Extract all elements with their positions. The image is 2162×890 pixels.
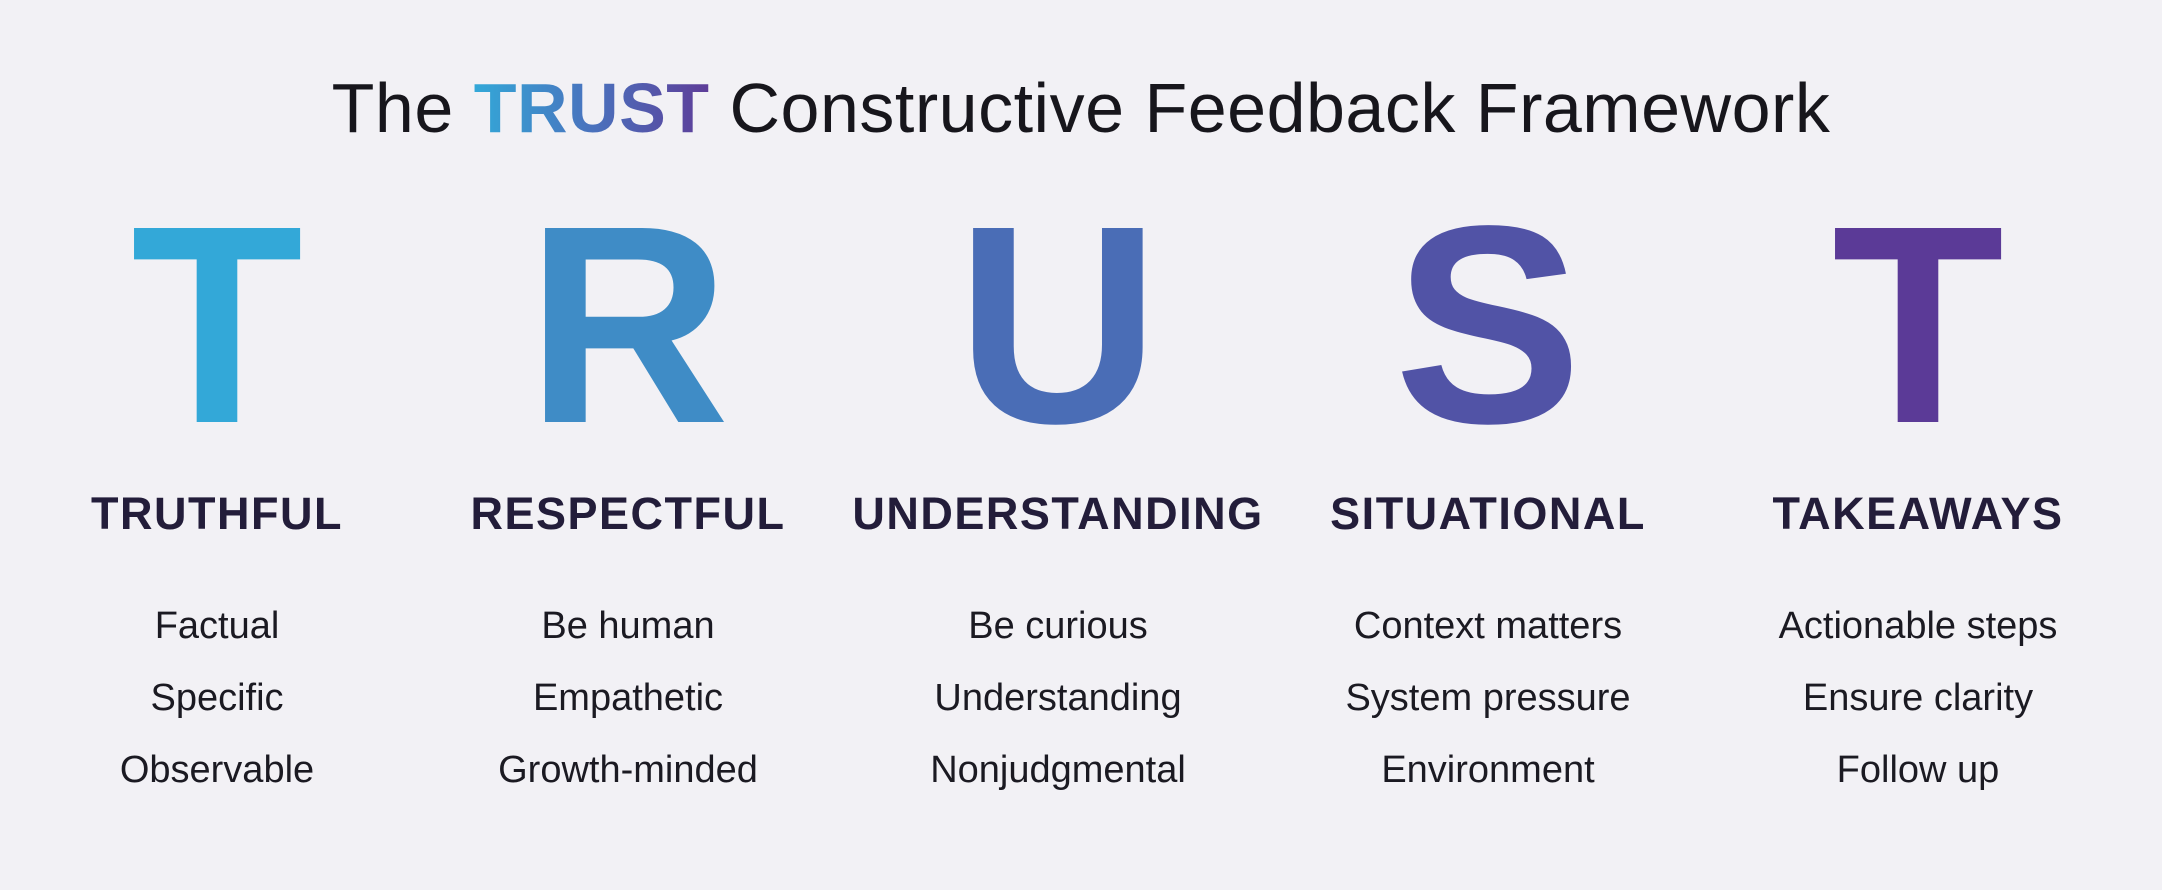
list-item: Understanding (934, 677, 1182, 719)
pillar-letter: T (1831, 167, 2005, 482)
pillar-items: Be curious Understanding Nonjudgmental (848, 590, 1268, 806)
list-item: Observable (119, 749, 315, 791)
pillar-items: Actionable steps Ensure clarity Follow u… (1708, 590, 2128, 806)
pillar-heading: TAKEAWAYS (1772, 488, 2064, 539)
list-item: Nonjudgmental (930, 749, 1186, 791)
pillar-respectful: R RESPECTFUL Be human Empathetic Growth-… (418, 0, 838, 890)
pillar-items: Context matters System pressure Environm… (1278, 590, 1698, 806)
pillar-items: Factual Specific Observable (7, 590, 427, 806)
list-item: System pressure (1345, 677, 1631, 719)
page-title: The TRUST Constructive Feedback Framewor… (0, 68, 2162, 148)
pillar-letter: U (956, 167, 1160, 482)
pillar-heading: UNDERSTANDING (852, 488, 1264, 539)
pillar-items: Be human Empathetic Growth-minded (418, 590, 838, 806)
pillar-understanding: U UNDERSTANDING Be curious Understanding… (848, 0, 1268, 890)
list-item: Specific (150, 677, 284, 719)
pillar-heading: SITUATIONAL (1330, 488, 1646, 539)
list-item: Follow up (1836, 749, 2000, 791)
title-accent: TRUST (473, 69, 710, 147)
pillar-takeaways: T TAKEAWAYS Actionable steps Ensure clar… (1708, 0, 2128, 890)
list-item: Context matters (1353, 605, 1623, 647)
pillar-letter: S (1393, 167, 1583, 482)
title-prefix: The (331, 69, 454, 147)
list-item: Ensure clarity (1802, 677, 2034, 719)
list-item: Environment (1381, 749, 1595, 791)
list-item: Actionable steps (1778, 605, 2058, 647)
list-item: Be curious (968, 605, 1148, 647)
list-item: Growth-minded (498, 749, 758, 791)
list-item: Be human (541, 605, 715, 647)
pillar-letter: R (526, 167, 730, 482)
pillar-letter: T (130, 167, 304, 482)
pillar-heading: RESPECTFUL (470, 488, 786, 539)
title-suffix: Constructive Feedback Framework (729, 69, 1831, 147)
list-item: Empathetic (532, 677, 724, 719)
pillar-truthful: T TRUTHFUL Factual Specific Observable (7, 0, 427, 890)
list-item: Factual (154, 605, 280, 647)
pillar-situational: S SITUATIONAL Context matters System pre… (1278, 0, 1698, 890)
pillar-heading: TRUTHFUL (91, 488, 343, 539)
